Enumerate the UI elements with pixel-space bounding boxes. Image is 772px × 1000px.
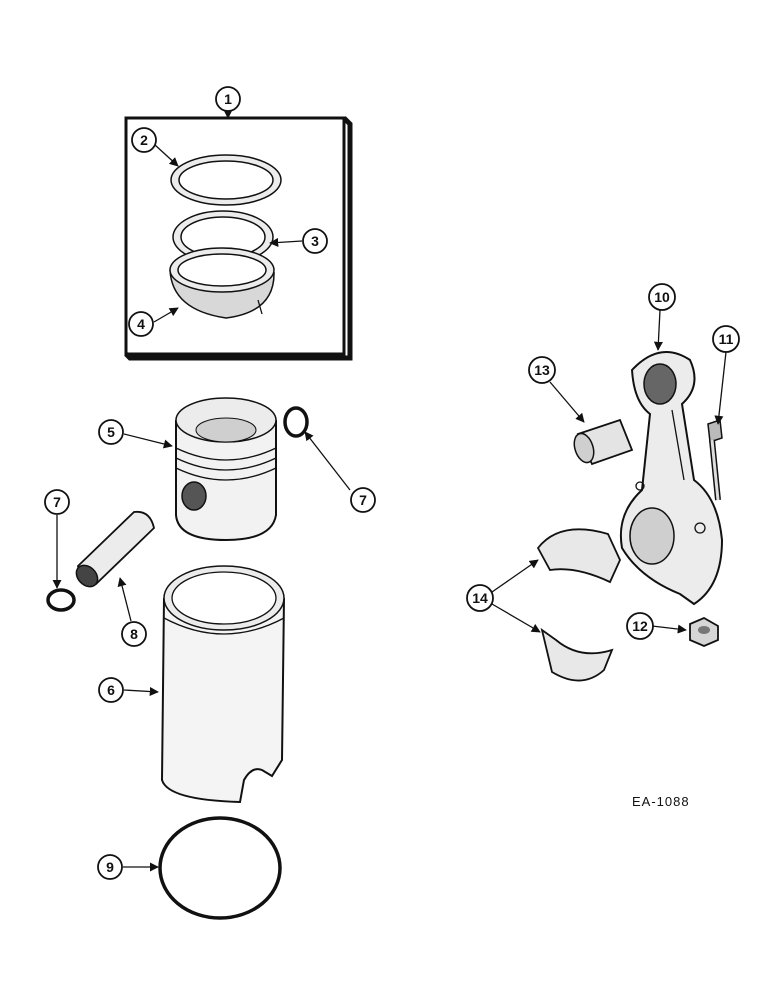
- callout-4: 4: [128, 311, 154, 337]
- svg-text:11: 11: [719, 331, 734, 347]
- callout-7-left: 7: [44, 489, 70, 515]
- svg-text:9: 9: [106, 859, 114, 875]
- callout-10: 10: [648, 283, 676, 311]
- callout-3: 3: [302, 228, 328, 254]
- bearing-shell-lower: [540, 627, 614, 682]
- snap-ring-right: [283, 406, 309, 438]
- callout-5: 5: [98, 419, 124, 445]
- piston-pin: [75, 510, 155, 588]
- callout-1: 1: [215, 86, 241, 112]
- callout-13: 13: [528, 356, 556, 384]
- cylinder-sleeve: [160, 565, 285, 804]
- leader-lines: [52, 109, 727, 872]
- oil-control-ring: [169, 247, 275, 319]
- bearing-shell-upper: [536, 528, 621, 584]
- svg-text:3: 3: [311, 233, 319, 249]
- svg-text:6: 6: [107, 682, 115, 698]
- pin-bushing: [573, 418, 634, 466]
- piston: [175, 397, 277, 542]
- svg-text:10: 10: [654, 289, 670, 305]
- svg-text:2: 2: [140, 132, 148, 148]
- connecting-rod: [619, 351, 724, 606]
- svg-text:13: 13: [534, 362, 550, 378]
- callout-8: 8: [121, 621, 147, 647]
- top-compression-ring: [170, 154, 282, 206]
- svg-text:5: 5: [107, 424, 115, 440]
- svg-text:4: 4: [137, 316, 145, 332]
- callout-6: 6: [98, 677, 124, 703]
- rod-bolt: [707, 418, 723, 501]
- callout-9: 9: [97, 854, 123, 880]
- svg-text:1: 1: [224, 91, 232, 107]
- callout-14: 14: [466, 584, 494, 612]
- ring-set-box: [124, 116, 353, 361]
- rod-nut: [689, 616, 719, 647]
- callout-11: 11: [712, 325, 740, 353]
- callout-2: 2: [131, 127, 157, 153]
- figure-reference-code: EA-1088: [632, 794, 690, 809]
- snap-ring-left: [46, 588, 76, 612]
- svg-text:7: 7: [53, 494, 61, 510]
- o-ring: [158, 816, 282, 920]
- svg-text:8: 8: [130, 626, 138, 642]
- callout-12: 12: [626, 612, 654, 640]
- svg-text:7: 7: [359, 492, 367, 508]
- callout-7-right: 7: [350, 487, 376, 513]
- svg-text:14: 14: [472, 590, 488, 606]
- svg-text:12: 12: [632, 618, 648, 634]
